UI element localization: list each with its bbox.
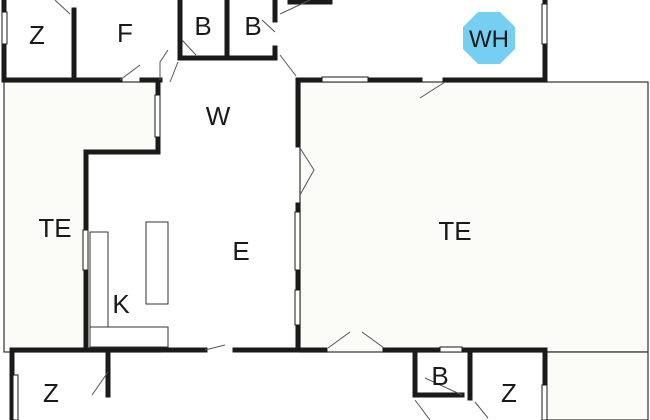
room-label-z-bottom-left: Z bbox=[43, 378, 59, 408]
window bbox=[82, 229, 89, 271]
window bbox=[321, 76, 369, 83]
door-swing bbox=[299, 147, 315, 196]
window bbox=[294, 289, 301, 326]
room-label-w-hall: W bbox=[206, 101, 231, 131]
door-swing bbox=[327, 331, 385, 349]
room-label-k-kitchen: K bbox=[112, 289, 130, 319]
bottom-wing-walls bbox=[9, 347, 548, 420]
kitchen-counter bbox=[89, 326, 169, 348]
door-swing bbox=[159, 49, 169, 80]
room-label-z-bottom-right: Z bbox=[501, 378, 517, 408]
kitchen-island bbox=[145, 221, 169, 305]
window bbox=[154, 94, 161, 138]
door-swing bbox=[204, 344, 226, 351]
door-swing bbox=[279, 0, 311, 15]
room-label-te-right: TE bbox=[438, 216, 471, 246]
terrace-right bbox=[299, 81, 649, 353]
window bbox=[541, 3, 548, 45]
window bbox=[12, 374, 19, 420]
room-label-f-top: F bbox=[117, 18, 133, 48]
window bbox=[541, 384, 548, 420]
window bbox=[439, 346, 463, 353]
terrace-right-lower bbox=[544, 351, 649, 420]
wh-badge-label: WH bbox=[469, 26, 509, 53]
door-swing bbox=[414, 399, 431, 420]
room-label-z-top-left: Z bbox=[29, 20, 45, 50]
doors bbox=[54, 0, 489, 420]
room-label-b-top-1: B bbox=[194, 11, 211, 41]
door-swing bbox=[474, 401, 489, 419]
door-swing bbox=[279, 54, 297, 77]
door-swing bbox=[169, 61, 179, 83]
windows bbox=[1, 3, 548, 420]
kitchen-fixtures bbox=[89, 221, 169, 348]
room-label-b-bottom: B bbox=[431, 361, 448, 391]
door-swing bbox=[91, 371, 109, 396]
door-swing bbox=[181, 39, 197, 56]
kitchen-counter bbox=[89, 231, 109, 328]
door-swing bbox=[261, 19, 276, 33]
door-swing bbox=[419, 81, 446, 99]
door-swing bbox=[424, 377, 463, 396]
door-swing bbox=[119, 64, 141, 81]
room-label-te-left: TE bbox=[38, 213, 71, 243]
room-label-e-living: E bbox=[232, 236, 249, 266]
window bbox=[294, 211, 301, 271]
room-label-b-top-2: B bbox=[244, 11, 261, 41]
window bbox=[1, 11, 8, 45]
wh-badge-shape bbox=[463, 12, 515, 64]
interior-area bbox=[86, 82, 298, 350]
door-swing bbox=[54, 0, 71, 15]
